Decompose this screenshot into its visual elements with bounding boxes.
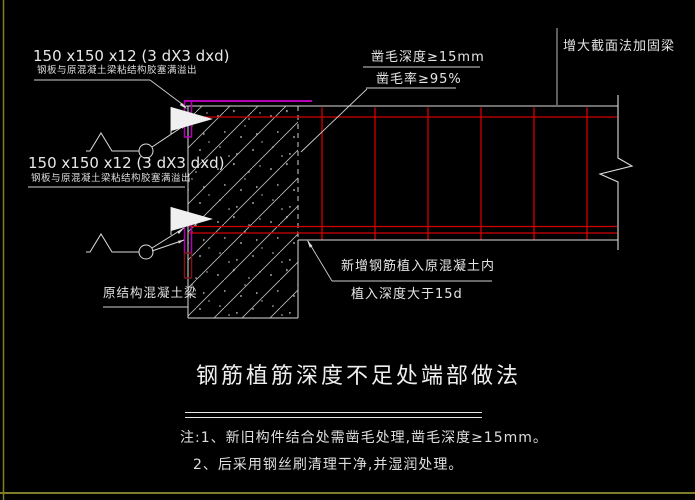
- anchor-block: [183, 252, 193, 279]
- plate-spec-size-lower: 150 x150 x12 (3 dX3 dxd): [28, 154, 225, 172]
- plate-spec-note-upper: 钢板与原混凝土梁粘结构胶塞满溢出: [37, 65, 198, 76]
- concrete-hatch: [188, 106, 298, 318]
- original-beam-label: 原结构混凝土梁: [103, 285, 198, 300]
- rebar-lines: [189, 107, 617, 240]
- break-line-icon: [598, 95, 634, 250]
- beam-outline: [186, 95, 634, 250]
- chisel-depth-label: 凿毛深度≥15mm: [371, 50, 485, 65]
- note-2: 2、后采用钢丝刷清理干净,并湿润处理。: [193, 457, 464, 473]
- plate-spec-size-upper: 150 x150 x12 (3 dX3 dxd): [33, 47, 230, 65]
- annotation-leaders: [28, 28, 558, 418]
- embed-note-line1: 新增钢筋植入原混凝土内: [341, 259, 496, 274]
- note-1: 注:1、新旧构件结合处需凿毛处理,凿毛深度≥15mm。: [180, 430, 548, 446]
- embed-note-line2: 植入深度大于15d: [351, 287, 463, 302]
- plate-spec-note-lower: 钢板与原混凝土梁粘结构胶塞满溢出: [31, 173, 192, 184]
- chisel-rate-label: 凿毛率≥95%: [376, 72, 462, 87]
- strengthen-beam-label: 增大截面法加固梁: [563, 39, 676, 54]
- drawing-title: 钢筋植筋深度不足处端部做法: [196, 364, 522, 389]
- flag-callout-lower-icon: [86, 207, 213, 260]
- flag-callout-upper-icon: [86, 107, 213, 159]
